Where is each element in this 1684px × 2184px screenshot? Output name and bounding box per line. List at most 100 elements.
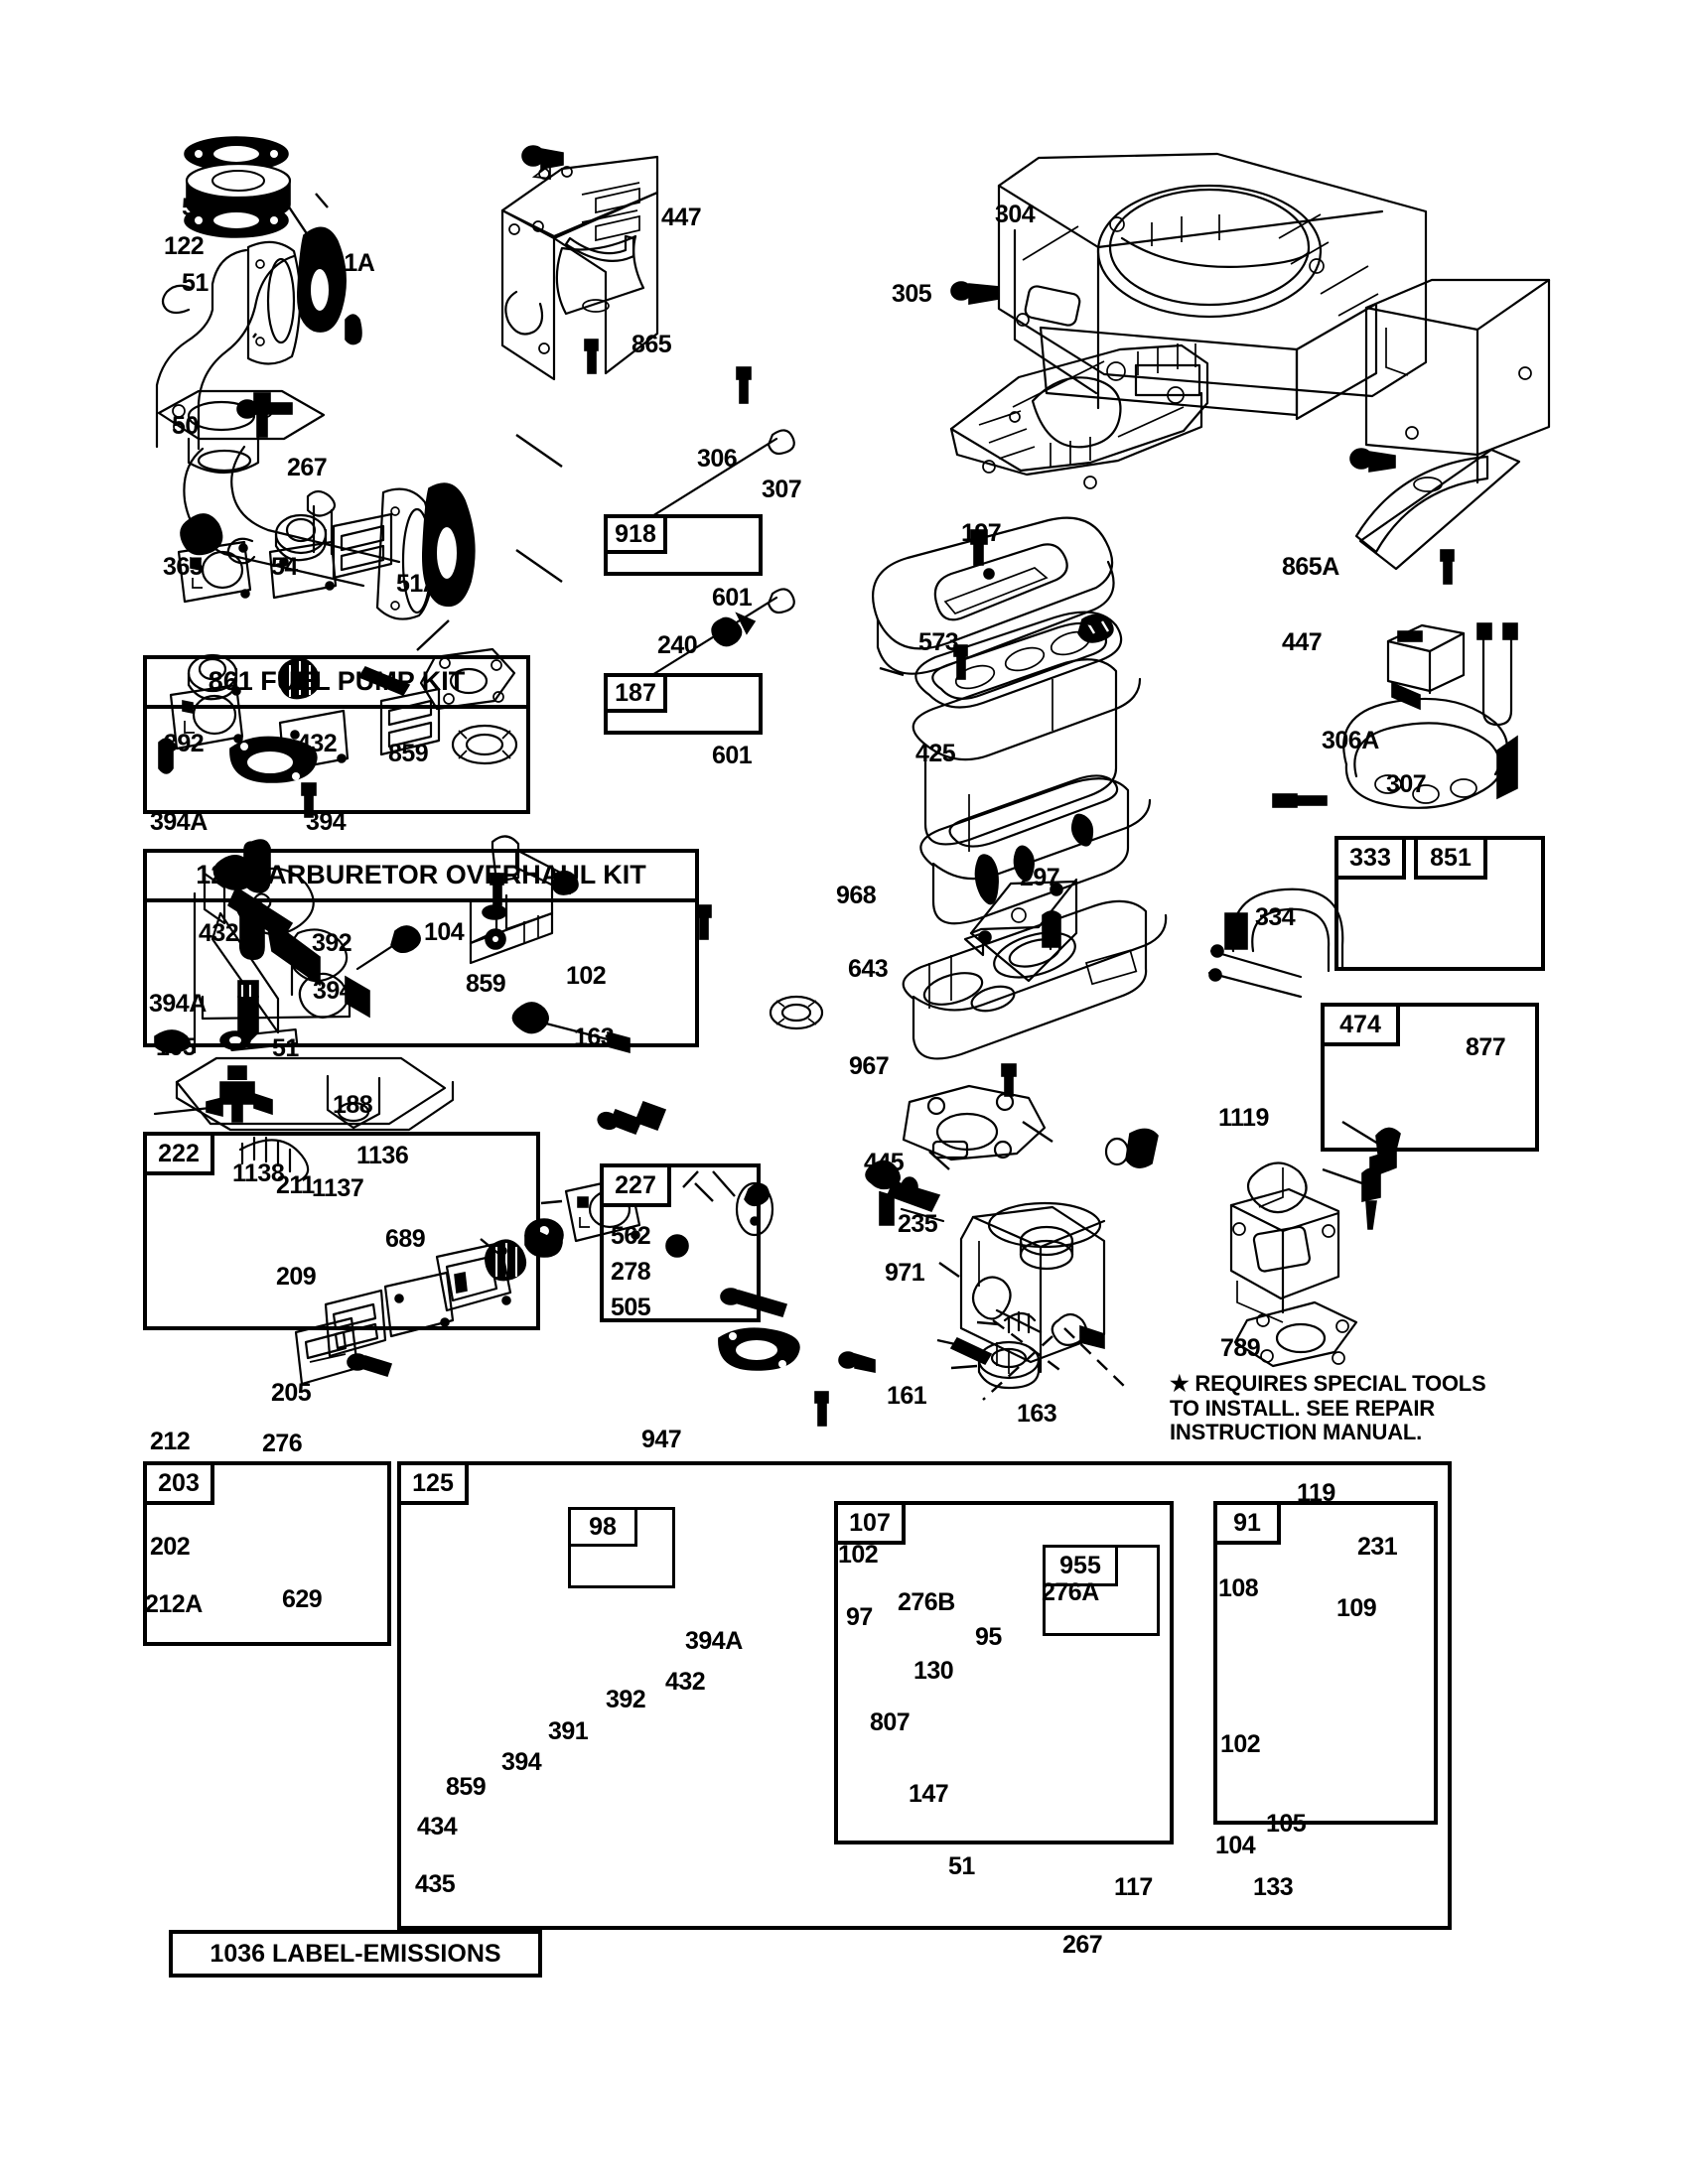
group-box-125 — [397, 1461, 1452, 1930]
callout-x102b: 102 — [1220, 1730, 1261, 1758]
group-tab-125-label: 125 — [412, 1468, 454, 1497]
part-fp-394A — [177, 540, 252, 604]
callout-g278: 278 — [611, 1258, 651, 1286]
group-tab-918-label: 918 — [615, 519, 656, 548]
group-tab-227-label: 227 — [615, 1170, 656, 1199]
part-fuel-fitting-203 — [219, 1065, 273, 1123]
callout-c267: 267 — [287, 454, 328, 481]
part-wire-947 — [511, 1002, 631, 1054]
callout-c197: 197 — [961, 519, 1002, 547]
part-x391 — [435, 1241, 512, 1312]
callout-x51: 51 — [948, 1852, 975, 1880]
callout-g209: 209 — [276, 1263, 317, 1291]
part-k51 — [229, 736, 318, 783]
callout-m202: 202 — [150, 1533, 191, 1561]
group-tab-203: 203 — [143, 1461, 214, 1505]
part-91-float-bowl — [1229, 1161, 1358, 1368]
callout-x394: 394 — [501, 1748, 542, 1776]
group-tab-107-label: 107 — [849, 1508, 891, 1537]
fastener-505 — [485, 928, 506, 950]
callout-c122: 122 — [164, 232, 205, 260]
group-tab-222-label: 222 — [158, 1139, 200, 1167]
callout-c865: 865 — [632, 331, 672, 358]
group-tab-918: 918 — [604, 514, 667, 554]
callout-x119: 119 — [1297, 1479, 1335, 1507]
kit-title-carb-overhaul: 121 CARBURETOR OVERHAUL KIT — [147, 853, 695, 902]
part-wire-851 — [1476, 622, 1518, 727]
callout-r877: 877 — [1466, 1033, 1506, 1061]
callout-c447b: 447 — [1282, 628, 1323, 656]
callout-k859: 859 — [466, 970, 506, 998]
group-tab-98: 98 — [568, 1507, 637, 1547]
callout-k105: 105 — [156, 1033, 197, 1061]
fastener-334 — [953, 644, 968, 680]
callout-c601a: 601 — [712, 584, 753, 612]
callout-c51A1: 51A — [331, 249, 375, 277]
callout-f432: 432 — [297, 730, 338, 757]
callout-x147: 147 — [909, 1780, 949, 1808]
callout-c573: 573 — [918, 628, 959, 656]
callout-f859: 859 — [388, 740, 429, 767]
part-shield-573 — [949, 343, 1209, 489]
group-box-91 — [1213, 1501, 1438, 1825]
callout-a789: 789 — [1220, 1334, 1261, 1362]
callout-x276A: 276A — [1042, 1578, 1099, 1606]
part-k104 — [357, 665, 411, 697]
group-tab-333-label: 333 — [1349, 843, 1391, 872]
part-hose-789 — [1207, 887, 1344, 999]
group-box-227 — [600, 1163, 761, 1322]
part-seal-163-aircleaner — [769, 995, 824, 1030]
part-bracket-235 — [963, 878, 1078, 983]
part-x394 — [383, 1271, 455, 1338]
callout-a161: 161 — [887, 1382, 927, 1410]
part-x51-gasket — [718, 1327, 800, 1371]
fastener-1119 — [1272, 793, 1328, 808]
callout-x859: 859 — [446, 1773, 487, 1801]
callout-r334: 334 — [1255, 903, 1296, 931]
group-box-474 — [1321, 1003, 1539, 1152]
assembly-leader-3 — [1063, 1327, 1127, 1389]
callout-f394: 394 — [306, 808, 347, 836]
callout-c240: 240 — [657, 631, 698, 659]
fastener-54 — [236, 399, 293, 419]
part-spacer-122 — [185, 162, 292, 222]
callout-c447a: 447 — [661, 204, 702, 231]
fastener-188 — [301, 782, 317, 818]
group-tab-203-label: 203 — [158, 1468, 200, 1497]
fastener-971 — [696, 904, 712, 940]
part-105-spring — [1003, 1310, 1037, 1334]
callout-g1138: 1138 — [232, 1160, 285, 1187]
callout-x391: 391 — [548, 1717, 589, 1745]
callout-a297: 297 — [1020, 864, 1060, 891]
group-tab-474-label: 474 — [1339, 1010, 1381, 1038]
callout-k163: 163 — [574, 1024, 615, 1051]
part-filter-967 — [912, 658, 1142, 852]
callout-f392: 392 — [164, 730, 205, 757]
special-tools-note: ★ REQUIRES SPECIAL TOOLS TO INSTALL. SEE… — [1170, 1371, 1486, 1445]
callout-x432: 432 — [665, 1668, 706, 1696]
part-k102 — [419, 647, 516, 711]
callout-c54: 54 — [271, 553, 298, 581]
part-fp-394 — [268, 540, 338, 600]
part-carburetor-body — [959, 1201, 1106, 1374]
group-tab-91: 91 — [1213, 1501, 1281, 1545]
callout-c865A: 865A — [1282, 553, 1339, 581]
callout-x807: 807 — [870, 1708, 911, 1736]
fastener-447-lower — [1349, 448, 1396, 473]
callout-g689: 689 — [385, 1225, 426, 1253]
callout-m947: 947 — [641, 1426, 682, 1453]
callout-c306: 306 — [697, 445, 738, 473]
group-tab-125: 125 — [397, 1461, 469, 1505]
callout-x117: 117 — [1114, 1873, 1153, 1901]
group-box-222 — [143, 1132, 540, 1330]
kit-box-fuel-pump: 861 FUEL PUMP KIT — [143, 655, 530, 814]
group-box-203 — [143, 1461, 391, 1646]
callout-a971: 971 — [885, 1259, 925, 1287]
assembly-leader-2 — [992, 1319, 1063, 1373]
part-k392 — [278, 657, 321, 700]
callout-k104: 104 — [424, 918, 465, 946]
part-precleaner-643 — [914, 611, 1123, 709]
part-104-pin — [949, 1336, 993, 1366]
part-k105 — [158, 738, 174, 774]
